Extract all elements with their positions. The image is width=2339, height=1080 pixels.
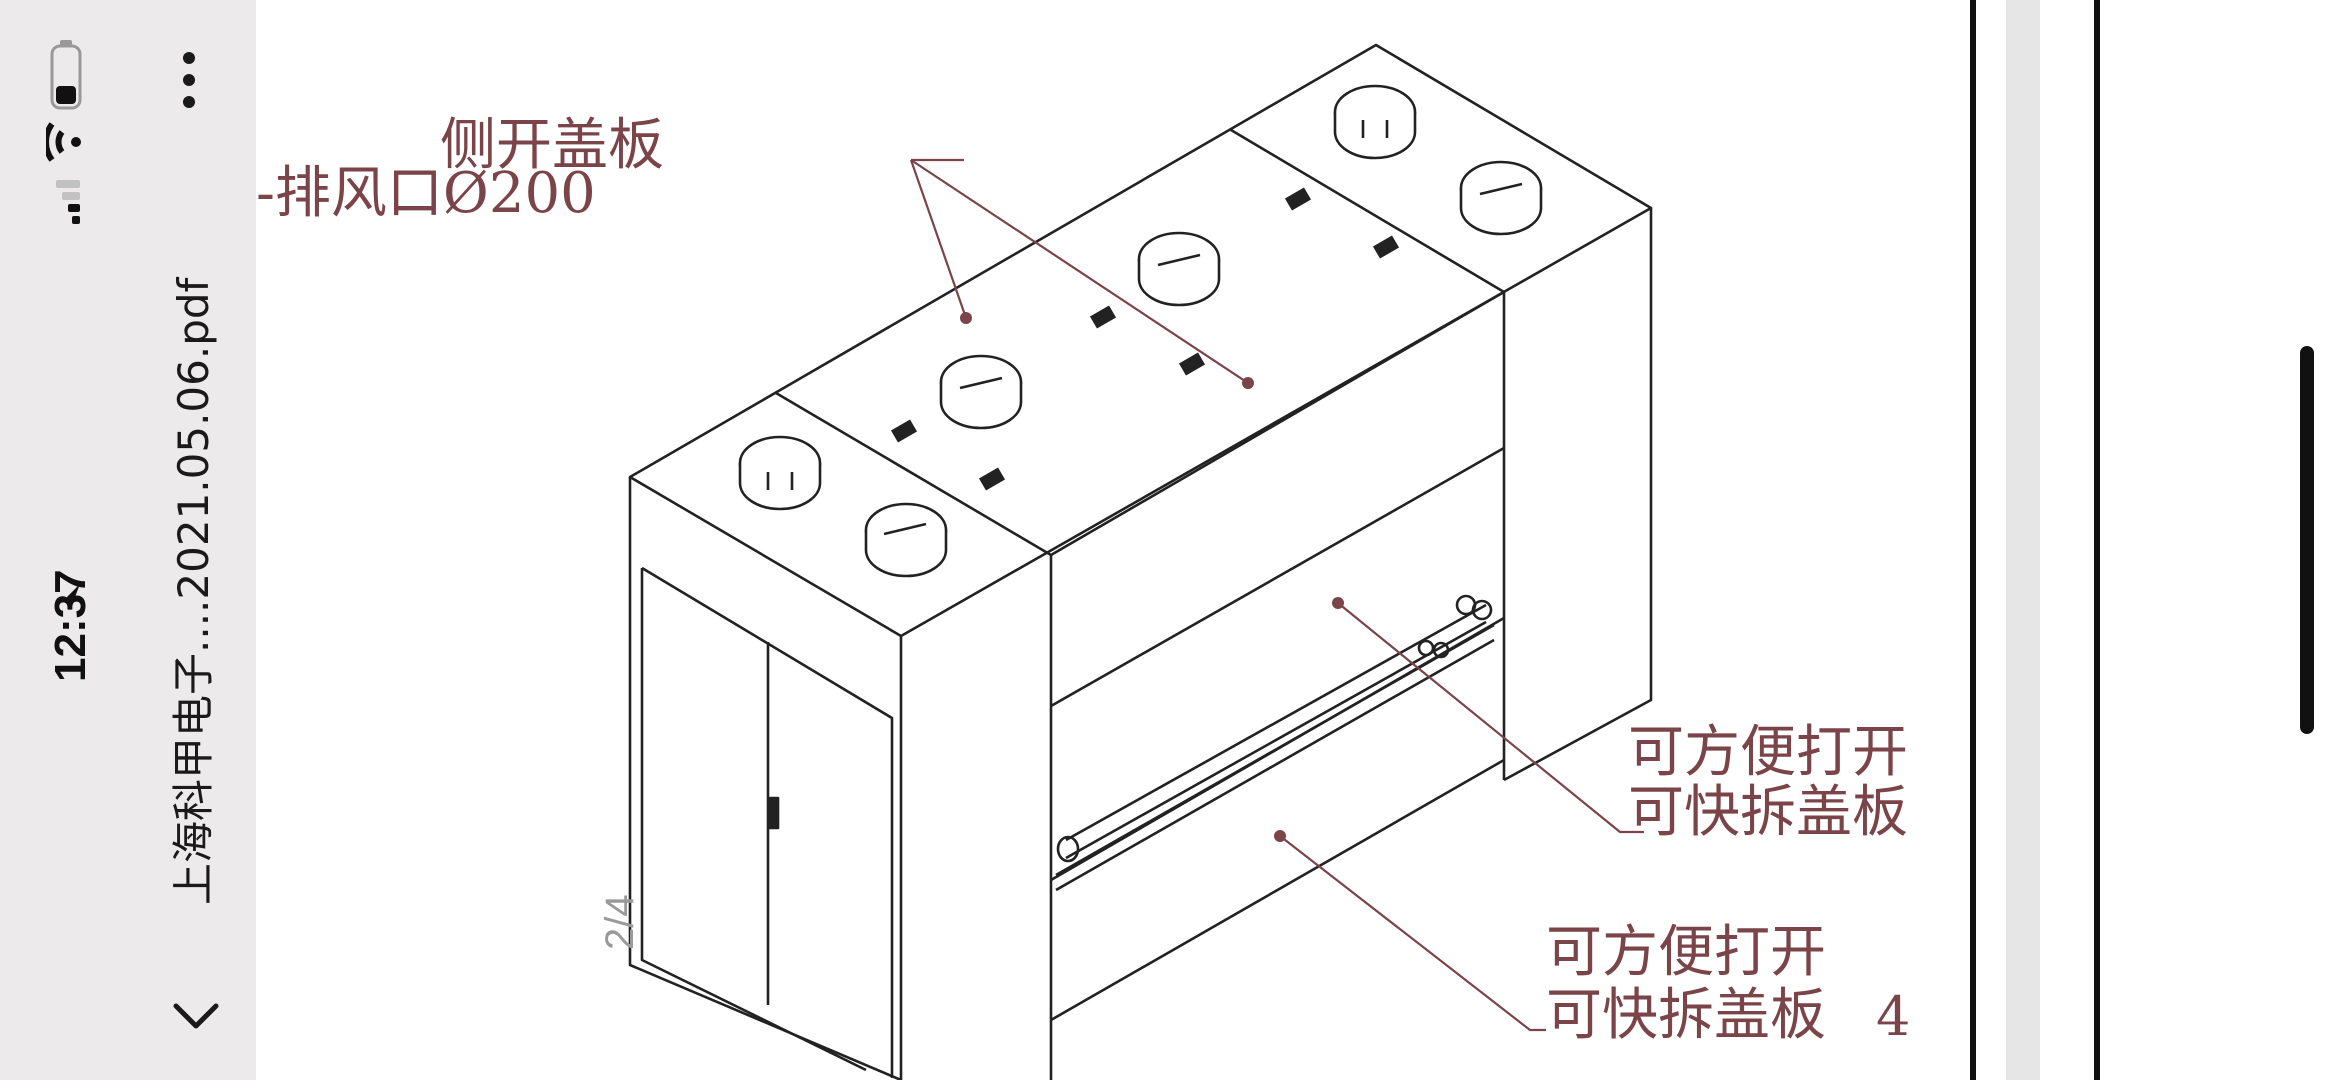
back-button[interactable] xyxy=(170,990,222,1042)
label-cover-a-line1: 可方便打开 xyxy=(1628,720,1908,785)
drawing-page-number: 4 xyxy=(1876,985,1911,1048)
next-page-edge-line xyxy=(2094,0,2100,1080)
wifi-icon xyxy=(46,122,81,162)
right-gutter xyxy=(1970,0,2339,1080)
more-options-button[interactable] xyxy=(176,50,202,110)
page-shadow xyxy=(2006,0,2040,1080)
scrollbar-thumb[interactable] xyxy=(2300,346,2314,734)
page-indicator: 2/4 xyxy=(598,894,642,950)
page-indicator-wrap: 2/4 xyxy=(586,860,666,960)
label-side-cover: 侧开盖板 xyxy=(440,113,664,178)
label-exhaust-port: -排风口Ø200 xyxy=(256,161,596,226)
label-cover-b-line2: 可快拆盖板 xyxy=(1546,983,1826,1048)
battery-icon xyxy=(50,40,82,110)
label-cover-a-line2: 可快拆盖板 xyxy=(1628,780,1908,845)
location-arrow-icon xyxy=(54,584,80,610)
cellular-signal-icon xyxy=(56,180,80,224)
sidebar: 12:37 上海科甲电子....2021.05.06.pdf xyxy=(0,0,256,1080)
pdf-page-view[interactable]: 侧开盖板 -排风口Ø200 可方便打开 可快拆盖板 可方便打开 可快拆盖板 4 … xyxy=(256,0,1970,1080)
label-cover-b-line1: 可方便打开 xyxy=(1546,920,1826,985)
file-title: 上海科甲电子....2021.05.06.pdf xyxy=(169,277,218,905)
machine-isometric-drawing xyxy=(628,43,1653,1080)
page-edge-line xyxy=(1970,0,1976,1080)
